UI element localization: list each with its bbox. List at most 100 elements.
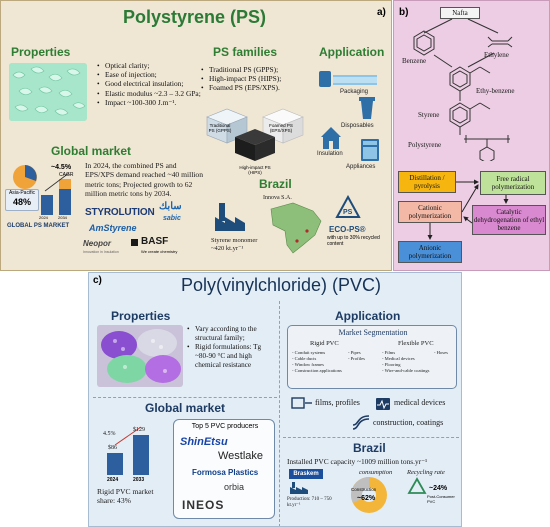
segmentation-title: Market Segmentation [338,328,408,337]
panel-c-pvc: c) Poly(vinylchloride) (PVC) Properties … [88,272,462,527]
cube-gpps-label: Traditional PS (GPPS) [208,123,232,133]
recycling-sub: Post-Consumer PVC [427,494,455,504]
app-insulation-label: Insulation [317,151,343,157]
pvc-vertical-divider [279,301,280,526]
svg-text:PS: PS [343,209,353,216]
pvc-property-item: Rigid formulations: Tg ~80-90 °C and hig… [187,343,275,370]
pvc-producers-box: Top 5 PVC producers ShinEtsu Westlake Fo… [173,419,275,519]
logo-neopor-tagline: Innovation in Insulation [83,250,119,254]
benzene-label: Benzene [402,57,427,65]
pvc-title: Poly(vinylchloride) (PVC) [181,275,382,295]
films-profiles-icon [291,397,312,409]
pvc-factory-icon [290,482,308,494]
construction-value: ~62% [357,495,376,502]
asia-pacific-label: Asia-Pacific [8,190,36,196]
pvc-year-2033: 2033 [133,477,145,483]
logo-styrolution: STYROLUTION [85,207,155,218]
pvc-global-market-heading: Global market [145,401,226,415]
ps-property-item: Ease of injection; [97,70,207,79]
bar-2024 [41,195,53,215]
ps-property-item: Impact ~100-300 J.m⁻¹. [97,98,207,107]
benzene-icon [413,30,435,56]
pvc-properties-list: Vary according to the structural family;… [187,325,275,370]
ps-properties-heading: Properties [11,45,71,59]
ps-brazil-company: Innova S.A. [263,195,292,201]
ps-property-item: Optical clarity; [97,61,207,70]
pvc-bar-2033 [133,435,149,475]
pvc-capacity: Installed PVC capacity ~1009 million ton… [287,457,428,466]
recycle-ps-icon: PS [335,195,361,218]
ps-family-item: Foamed PS (EPS/XPS). [201,83,311,92]
app-appliances-label: Appliances [346,164,376,170]
cube-hips-icon [235,129,275,161]
pvc-bar-value-2033: $129 [133,427,145,433]
disposables-icon [359,97,375,119]
ps-market-chart [13,165,71,215]
pvc-market-bars [107,426,149,475]
brazil-map-icon [270,202,322,254]
flexible-item: - Wire-and-cable coatings [382,368,430,373]
pvc-rigid-share: Rigid PVC market share: 43% [97,487,154,506]
rigid-items-right: - Pipes - Profiles [348,350,365,362]
pvc-properties-heading: Properties [111,309,171,323]
pvc-bar-value-2024: $86 [108,445,117,451]
polystyrene-label: Polystyrene [408,141,442,149]
construction-label: Construction [351,487,377,492]
medical-devices-icon [376,398,390,410]
rigid-item: - Cable ducts [292,356,317,361]
pvc-application-heading: Application [335,309,401,323]
pvc-brazil-heading: Brazil [353,441,386,455]
ps-brazil-heading: Brazil [259,177,292,191]
use-films-profiles: films, profiles [315,398,360,407]
logo-sabic-arabic: سابك [159,201,182,212]
rigid-pvc-title: Rigid PVC [310,340,339,347]
construction-icon [352,415,370,430]
flexible-items-left: - Films - Medical devices - Flooring - W… [382,350,429,374]
ps-pellets-illustration [9,63,87,121]
logo-basf-tagline: We create chemistry [141,249,178,254]
logo-amstyrene: AmStyrene [89,223,137,233]
pvc-bar-2024 [107,453,123,475]
rigid-item: - Profiles [348,356,365,361]
ps-global-market-heading: Global market [51,144,132,158]
ps-properties-list: Optical clarity; Ease of injection; Good… [97,61,207,107]
flexible-item: - Medical devices [382,356,415,361]
pvc-production: Production: 710 – 750 kt.yr⁻¹ [287,497,332,508]
basf-square-icon [131,239,138,246]
cationic-box: Cationic polymerization [398,201,462,223]
ps-property-item: Good electrical insulation; [97,79,207,88]
cube-eps-label: Foamed PS (EPS/XPS) [269,123,293,133]
logo-orbia: orbia [224,482,245,492]
flexible-item: - Flooring [382,362,401,367]
ps-application-icons [319,71,379,161]
recycling-value: ~24% [429,485,448,492]
ethylene-label: Ethylene [484,51,509,59]
pvc-granules-image [97,325,183,387]
pvc-divider-left [93,397,277,398]
synthesis-structures [413,18,513,161]
process-arrows [427,179,509,240]
asia-pacific-badge: Asia-Pacific 48% [5,189,39,211]
ps-pellets-image [9,63,87,121]
packaging-icon [319,71,377,87]
factory-icon [215,203,245,231]
catalytic-box: Catalytic dehydrogenation of ethyl benze… [472,205,546,235]
anionic-box: Anionic polymerization [398,241,462,263]
ps-bar-year-2034: 2034 [58,215,67,220]
ps-styrene-monomer: Styrene monomer ~420 kt.yr⁻¹ [211,237,258,252]
ps-families-list: Traditional PS (GPPS); High-impact PS (H… [201,65,311,93]
logo-westlake: Westlake [218,450,264,462]
flexible-item: - Hoses [434,350,448,355]
ps-cagr-value: ~4.5% [51,164,72,171]
eco-ps-title: ECO-PS® [329,225,366,234]
flexible-items-right: - Hoses [434,350,448,356]
panel-label-c: c) [93,275,102,286]
flexible-item: - Films [382,350,396,355]
recycle-icon [407,477,427,494]
logo-neopor: Neopor [83,239,111,248]
recycling-label: Recycling rate [407,469,445,476]
ps-family-item: High-impact PS (HIPS); [201,74,311,83]
distillation-box: Distillation / pyrolysis [398,171,456,193]
ps-market-text: In 2024, the combined PS and EPS/XPS dem… [85,161,204,199]
appliances-icon [361,139,379,161]
